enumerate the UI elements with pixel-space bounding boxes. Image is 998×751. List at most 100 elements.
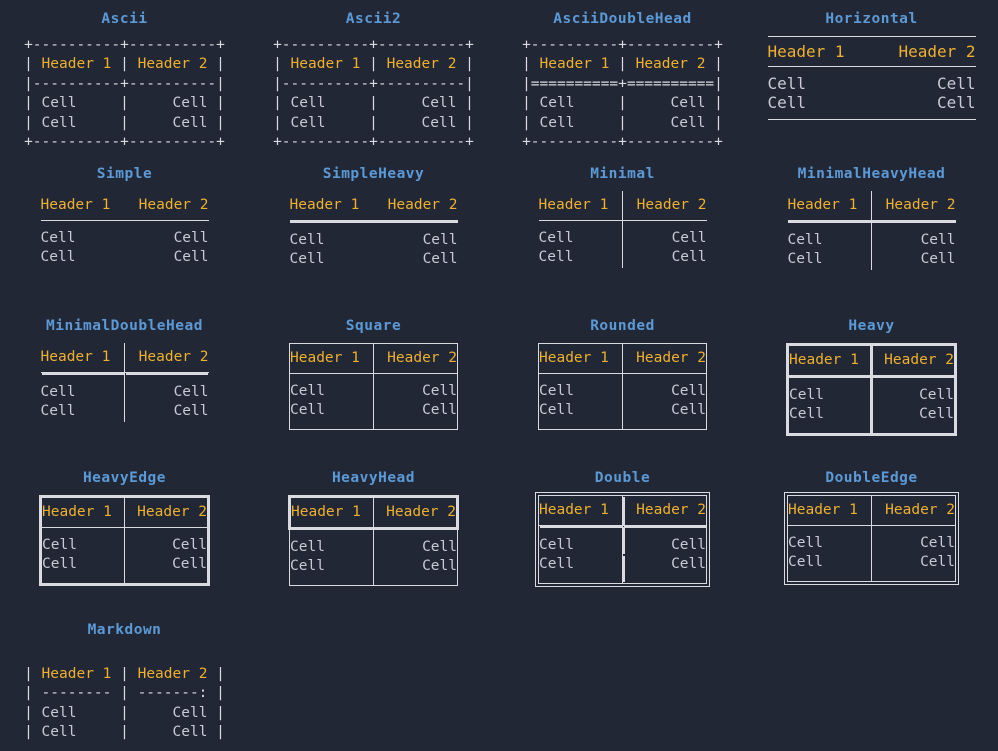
body-cell: Cell bbox=[289, 528, 374, 558]
table-title: SimpleHeavy bbox=[322, 166, 425, 182]
header-cell-2: Header 2 bbox=[622, 495, 707, 526]
table-card-minimaldoublehead: MinimalDoubleHead Header 1 Header 2 Cell… bbox=[0, 307, 249, 459]
table-card-heavyedge: HeavyEdge Header 1 Header 2 Cell Cell Ce… bbox=[0, 459, 249, 611]
markdown-table: | Header 1 | Header 2 | | -------- | ---… bbox=[24, 666, 225, 741]
spacer bbox=[768, 112, 976, 119]
body-cell: Cell bbox=[422, 251, 458, 268]
body-cell: Cell bbox=[40, 230, 76, 246]
body-cell: Cell bbox=[920, 232, 956, 248]
body-cell: Cell bbox=[787, 553, 872, 582]
table-row: Cell Cell bbox=[41, 221, 209, 249]
table-row: Cell Cell bbox=[768, 74, 976, 93]
ascii-table: +----------+----------+ | Header 1 | Hea… bbox=[24, 37, 225, 151]
header-cell-1: Header 1 bbox=[538, 343, 623, 374]
table-card-doubleedge: DoubleEdge Header 1 Header 2 Cell Cell C… bbox=[747, 459, 996, 611]
body-cell: Cell bbox=[671, 402, 706, 419]
header-cell-1: Header 1 bbox=[288, 496, 374, 530]
table-card-double: Double Header 1 Header 2 Cell Cell Cell … bbox=[498, 459, 747, 611]
header-cell-2: Header 2 bbox=[622, 343, 707, 374]
table-row: Cell Cell bbox=[290, 222, 458, 251]
header-cell-1: Header 1 bbox=[787, 495, 872, 526]
body-cell: Cell bbox=[671, 383, 706, 399]
header-cell-2: Header 2 bbox=[373, 496, 459, 530]
empty-slot bbox=[498, 611, 747, 751]
body-cell: Cell bbox=[538, 401, 623, 430]
table-card-rounded: Rounded Header 1 Header 2 Cell Cell Cell… bbox=[498, 307, 747, 459]
header-row: Header 1 Header 2 bbox=[40, 496, 209, 528]
table-row: Cell Cell bbox=[538, 401, 707, 430]
body-cell: Cell bbox=[787, 250, 872, 270]
minimal-double-head-table: Header 1 Header 2 Cell Cell Cell Cell bbox=[40, 343, 209, 422]
spacer bbox=[768, 67, 976, 74]
table-card-minimalheavyhead: MinimalHeavyHead Header 1 Header 2 Cell … bbox=[747, 155, 996, 307]
simple-table: Header 1 Header 2 Cell Cell Cell Cell bbox=[40, 191, 209, 268]
table-row: Cell Cell bbox=[787, 221, 956, 251]
table-row: Cell Cell bbox=[289, 373, 458, 402]
body-cell: Cell bbox=[40, 527, 125, 556]
body-cell: Cell bbox=[422, 402, 457, 419]
body-cell: Cell bbox=[40, 372, 125, 403]
header-cell-1: Header 1 bbox=[538, 495, 623, 526]
header-cell-2: Header 2 bbox=[871, 344, 956, 378]
body-cell: Cell bbox=[920, 251, 956, 268]
table-row: Cell Cell bbox=[289, 401, 458, 430]
body-cell: Cell bbox=[422, 383, 457, 399]
table-title: Ascii2 bbox=[345, 11, 402, 27]
header-cell-1: Header 1 bbox=[289, 343, 374, 374]
header-cell-2: Header 2 bbox=[124, 343, 209, 373]
table-title: Simple bbox=[96, 166, 153, 182]
header-cell-2: Header 2 bbox=[871, 191, 956, 223]
table-row: Cell Cell bbox=[787, 405, 956, 435]
table-card-minimal: Minimal Header 1 Header 2 Cell Cell Cell… bbox=[498, 155, 747, 307]
header-cell-2: Header 2 bbox=[622, 191, 707, 221]
header-cell-1: Header 1 bbox=[40, 343, 125, 373]
body-cell: Cell bbox=[422, 539, 457, 555]
body-cell: Cell bbox=[919, 387, 954, 403]
header-cell-2: Header 2 bbox=[373, 191, 458, 223]
table-card-asciidoublehead: AsciiDoubleHead +----------+----------+ … bbox=[498, 0, 747, 155]
table-row: Cell Cell bbox=[538, 555, 707, 584]
body-cell: Cell bbox=[422, 232, 458, 248]
header-row: Header 1 Header 2 bbox=[288, 496, 459, 530]
table-card-markdown: Markdown | Header 1 | Header 2 | | -----… bbox=[0, 611, 249, 751]
body-cell: Cell bbox=[671, 249, 707, 266]
table-title: AsciiDoubleHead bbox=[553, 11, 692, 27]
table-title: MinimalHeavyHead bbox=[797, 166, 946, 182]
table-title: MinimalDoubleHead bbox=[46, 318, 203, 334]
header-row: Header 1 Header 2 bbox=[40, 343, 209, 373]
body-cell: Cell bbox=[920, 535, 955, 551]
body-cell: Cell bbox=[40, 249, 76, 266]
table-row: Cell Cell bbox=[538, 248, 707, 268]
header-rule bbox=[767, 66, 976, 67]
body-cell: Cell bbox=[787, 525, 872, 554]
body-cell: Cell bbox=[289, 373, 374, 402]
table-row: Cell Cell bbox=[40, 527, 209, 556]
body-cell: Cell bbox=[936, 74, 976, 93]
header-row: Header 1 Header 2 bbox=[787, 495, 956, 526]
table-title: Minimal bbox=[590, 166, 655, 182]
body-cell: Cell bbox=[538, 220, 623, 249]
body-cell: Cell bbox=[40, 402, 125, 422]
table-title: Square bbox=[345, 318, 402, 334]
square-table: Header 1 Header 2 Cell Cell Cell Cell bbox=[289, 343, 458, 430]
heavy-table: Header 1 Header 2 Cell Cell Cell Cell bbox=[786, 343, 957, 436]
table-row: Cell Cell bbox=[768, 93, 976, 112]
body-cell: Cell bbox=[538, 373, 623, 402]
header-row: Header 1 Header 2 bbox=[538, 191, 707, 221]
table-row: Cell Cell bbox=[787, 553, 956, 582]
header-row: Header 1 Header 2 bbox=[787, 344, 956, 378]
body-cell: Cell bbox=[173, 403, 209, 420]
body-cell: Cell bbox=[289, 251, 325, 268]
body-cell: Cell bbox=[172, 556, 207, 573]
heavy-edge-table: Header 1 Header 2 Cell Cell Cell Cell bbox=[39, 495, 210, 586]
header-row: Header 1 Header 2 bbox=[289, 343, 458, 374]
header-row: Header 1 Header 2 bbox=[787, 191, 956, 223]
table-row: Cell Cell bbox=[40, 402, 209, 422]
body-cell: Cell bbox=[173, 384, 209, 400]
table-row: Cell Cell bbox=[538, 220, 707, 249]
top-rule bbox=[767, 36, 976, 37]
header-cell-1: Header 1 bbox=[538, 191, 623, 221]
ascii-table: +----------+----------+ | Header 1 | Hea… bbox=[522, 37, 723, 151]
simple-heavy-table: Header 1 Header 2 Cell Cell Cell Cell bbox=[289, 191, 458, 270]
